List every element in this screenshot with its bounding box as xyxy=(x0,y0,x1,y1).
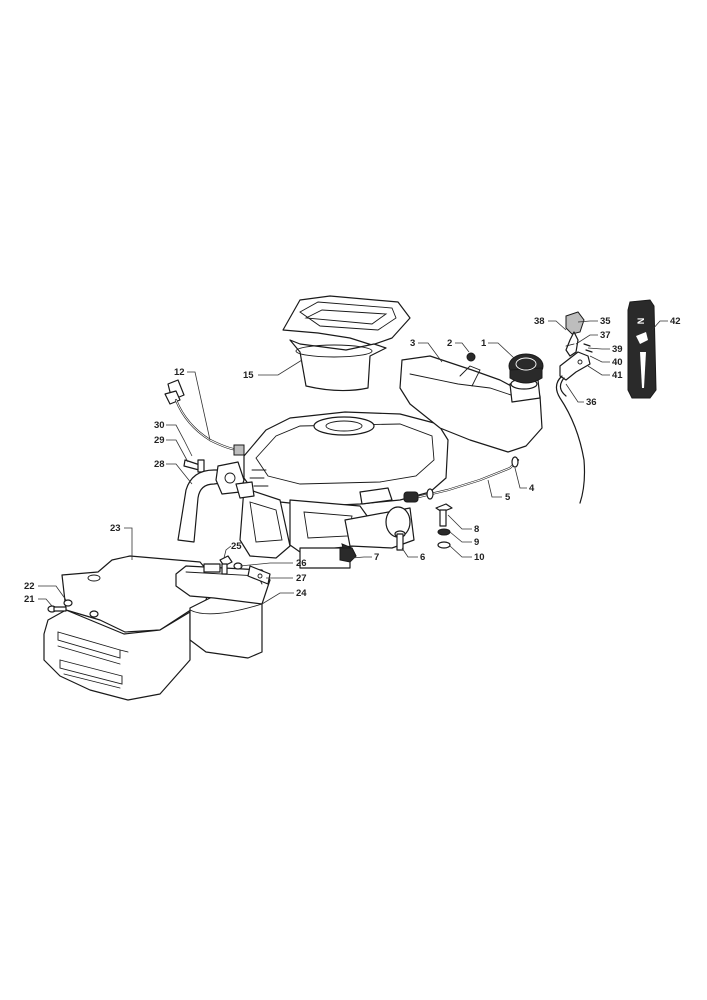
washer-10 xyxy=(437,541,451,549)
label-30: 30 xyxy=(154,420,165,431)
label-28: 28 xyxy=(154,459,165,470)
label-2: 2 xyxy=(447,338,452,349)
bolt-29 xyxy=(183,459,205,473)
label-9: 9 xyxy=(474,537,479,548)
nut-7 xyxy=(339,547,357,563)
label-7: 7 xyxy=(374,552,379,563)
fuel-cap xyxy=(508,353,544,384)
leader-lines xyxy=(38,320,668,607)
label-15: 15 xyxy=(243,370,254,381)
speed-wedge-icon xyxy=(640,352,646,388)
throttle-cable xyxy=(555,375,586,504)
label-25: 25 xyxy=(231,541,242,552)
label-4: 4 xyxy=(529,483,535,494)
label-41: 41 xyxy=(612,370,623,381)
label-22: 22 xyxy=(24,581,35,592)
label-38: 38 xyxy=(534,316,545,327)
label-26: 26 xyxy=(296,558,307,569)
clamp-4 xyxy=(511,456,519,468)
label-42: 42 xyxy=(670,316,681,327)
label-12: 12 xyxy=(174,367,185,378)
engine-shroud xyxy=(43,555,213,701)
rabbit-icon xyxy=(636,332,648,344)
breather-hose-clip xyxy=(164,379,185,405)
engine xyxy=(239,411,449,569)
breather-hose xyxy=(174,398,245,456)
air-filter-gasket xyxy=(282,295,411,346)
label-40: 40 xyxy=(612,357,623,368)
throttle-decal: N xyxy=(627,299,657,399)
fuel-filter xyxy=(403,488,434,503)
drain-bolt-6 xyxy=(394,530,406,551)
label-8: 8 xyxy=(474,524,479,535)
label-27: 27 xyxy=(296,573,307,584)
label-24: 24 xyxy=(296,588,307,599)
label-29: 29 xyxy=(154,435,165,446)
label-35: 35 xyxy=(600,316,611,327)
washer-9 xyxy=(437,528,451,536)
label-36: 36 xyxy=(586,397,597,408)
muffler xyxy=(175,563,271,659)
label-23: 23 xyxy=(110,523,121,534)
label-5: 5 xyxy=(505,492,511,503)
label-3: 3 xyxy=(410,338,415,349)
bolt-21 xyxy=(47,605,67,613)
throttle-lever xyxy=(559,331,593,381)
throttle-knob xyxy=(565,311,585,335)
part-labels: 1 2 3 4 5 6 7 8 9 10 12 15 21 22 23 24 2… xyxy=(24,316,681,605)
label-10: 10 xyxy=(474,552,485,563)
label-39: 39 xyxy=(612,344,623,355)
label-37: 37 xyxy=(600,330,611,341)
air-filter-cup xyxy=(289,339,387,392)
bolt-8 xyxy=(435,503,453,527)
decal-letter: N xyxy=(636,318,646,325)
bolt-25 xyxy=(219,555,233,575)
bolt-22 xyxy=(63,599,99,618)
label-6: 6 xyxy=(420,552,425,563)
bracket-27 xyxy=(247,565,271,585)
screw-2 xyxy=(466,352,476,362)
exhaust-pipe xyxy=(177,461,255,543)
label-1: 1 xyxy=(481,338,487,349)
label-21: 21 xyxy=(24,594,35,605)
